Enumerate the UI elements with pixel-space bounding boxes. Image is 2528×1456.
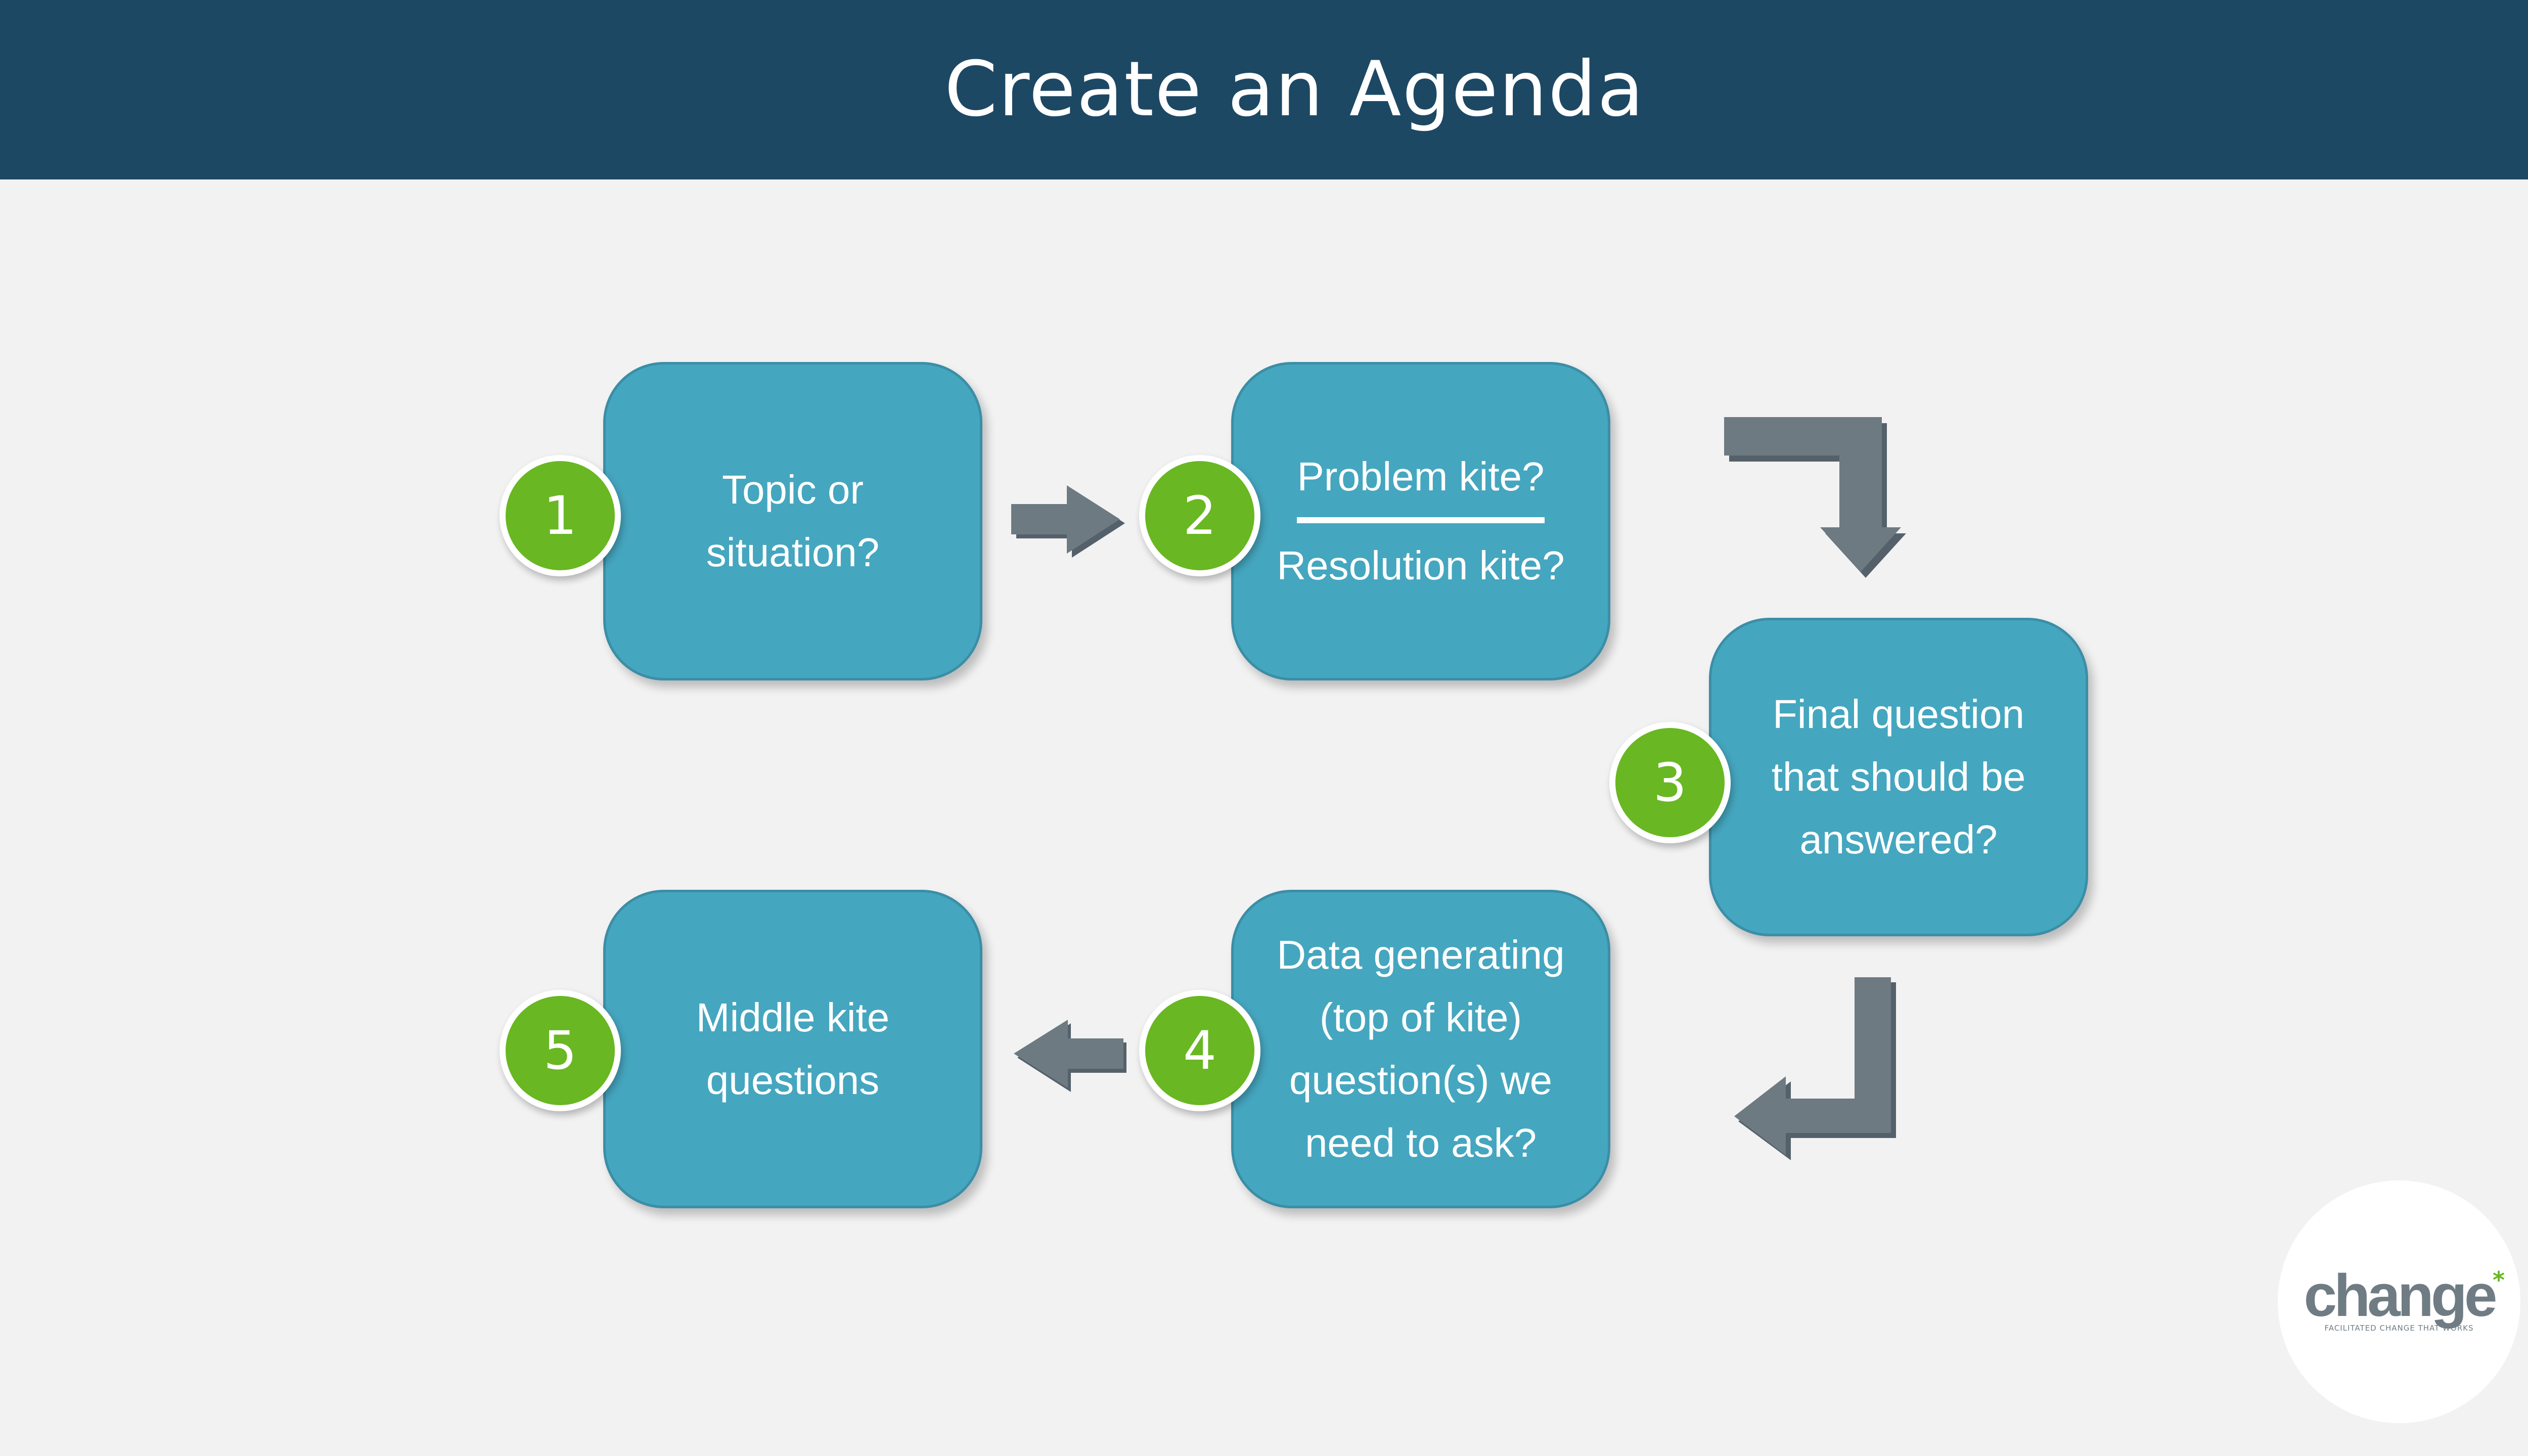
step-1-line-1: Topic or [721,467,864,512]
logo-wordmark: change [2304,1262,2497,1329]
step-3-line-3: answered? [1799,817,1998,862]
step-2-badge: 2 [1139,455,1260,576]
step-3-line-2: that should be [1771,754,2026,799]
arrow-left-icon [1014,1020,1126,1092]
logo-asterisk-icon: * [2493,1266,2505,1294]
step-2-resolution-kite: Resolution kite? [1277,543,1565,588]
step-4-line-3: question(s) we [1289,1058,1553,1103]
change-logo: change * FACILITATED CHANGE THAT WORKS [2278,1180,2520,1423]
step-1-badge: 1 [500,455,621,576]
step-5-box: Middle kite questions [603,890,982,1208]
step-4-badge: 4 [1139,990,1260,1111]
page-title: Create an Agenda [944,46,1645,133]
step-1-box: Topic or situation? [603,362,982,680]
step-1-line-2: situation? [706,530,880,575]
step-5-line-2: questions [706,1058,880,1103]
step-3-line-1: Final question [1772,692,2025,737]
step-5-line-1: Middle kite [696,995,890,1040]
step-5-badge: 5 [500,990,621,1111]
step-4-line-4: need to ask? [1304,1120,1537,1165]
arrow-elbow-left-icon [1734,977,1896,1160]
step-2-divider [1297,517,1545,523]
title-bar: Create an Agenda [0,0,2528,179]
arrow-right-icon [1011,485,1125,558]
step-4-box: Data generating (top of kite) question(s… [1231,890,1610,1208]
logo-tagline: FACILITATED CHANGE THAT WORKS [2324,1324,2474,1333]
arrow-elbow-down-icon [1724,417,1906,578]
step-4-line-2: (top of kite) [1319,995,1522,1040]
step-2-box: Problem kite? Resolution kite? [1231,362,1610,680]
step-2-problem-kite: Problem kite? [1297,454,1545,499]
step-3-badge: 3 [1609,722,1731,843]
step-3-box: Final question that should be answered? [1709,618,2088,936]
step-4-line-1: Data generating [1277,932,1565,977]
